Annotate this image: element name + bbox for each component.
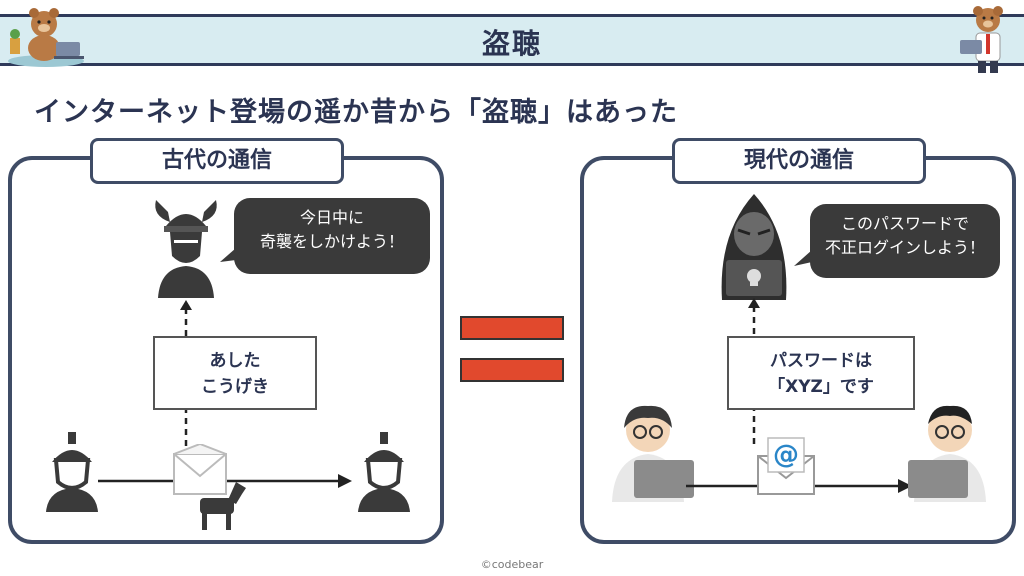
bubble-line: このパスワードで <box>840 214 969 233</box>
bear-laptop-illustration <box>8 8 84 67</box>
message-line: 「XYZ」です <box>768 377 874 397</box>
ancient-communication-tab: 古代の通信 <box>90 138 344 184</box>
message-line: パスワードは <box>770 351 872 371</box>
ancient-message-box: あした こうげき <box>153 336 317 410</box>
equals-sign-top-bar <box>460 316 564 340</box>
letter-envelope-icon <box>173 444 227 495</box>
copyright-footer: ©codebear <box>480 558 544 571</box>
modern-communication-tab: 現代の通信 <box>672 138 926 184</box>
page-title: 盗聴 <box>481 27 542 60</box>
bubble-line: 不正ログインしよう！ <box>824 238 985 257</box>
at-symbol-icon: @ <box>773 440 799 470</box>
viking-speech-bubble: 今日中に 奇襲をしかけよう！ <box>234 198 430 274</box>
modern-message-box: パスワードは 「XYZ」です <box>727 336 915 410</box>
trojan-horse-icon <box>200 482 246 530</box>
bubble-line: 奇襲をしかけよう！ <box>259 232 404 251</box>
hacker-speech-bubble: このパスワードで 不正ログインしよう！ <box>810 204 1000 278</box>
soldier-sender-icon <box>46 432 98 512</box>
message-line: こうげき <box>201 377 269 397</box>
equals-sign-bottom-bar <box>460 358 564 382</box>
bubble-line: 今日中に <box>299 208 364 227</box>
bubble-tail <box>220 248 236 262</box>
soldier-receiver-icon <box>358 432 410 512</box>
bubble-tail <box>794 250 812 266</box>
email-envelope-icon <box>757 437 815 495</box>
hacker-icon <box>721 194 787 300</box>
user-receiver-icon <box>908 405 986 502</box>
message-line: あした <box>209 351 261 371</box>
bear-suit-illustration <box>960 6 1003 73</box>
user-sender-icon <box>612 405 694 502</box>
page-subtitle: インターネット登場の遥か昔から「盗聴」はあった <box>34 97 678 128</box>
viking-eavesdropper-icon <box>155 200 217 298</box>
title-bar <box>0 14 1024 66</box>
